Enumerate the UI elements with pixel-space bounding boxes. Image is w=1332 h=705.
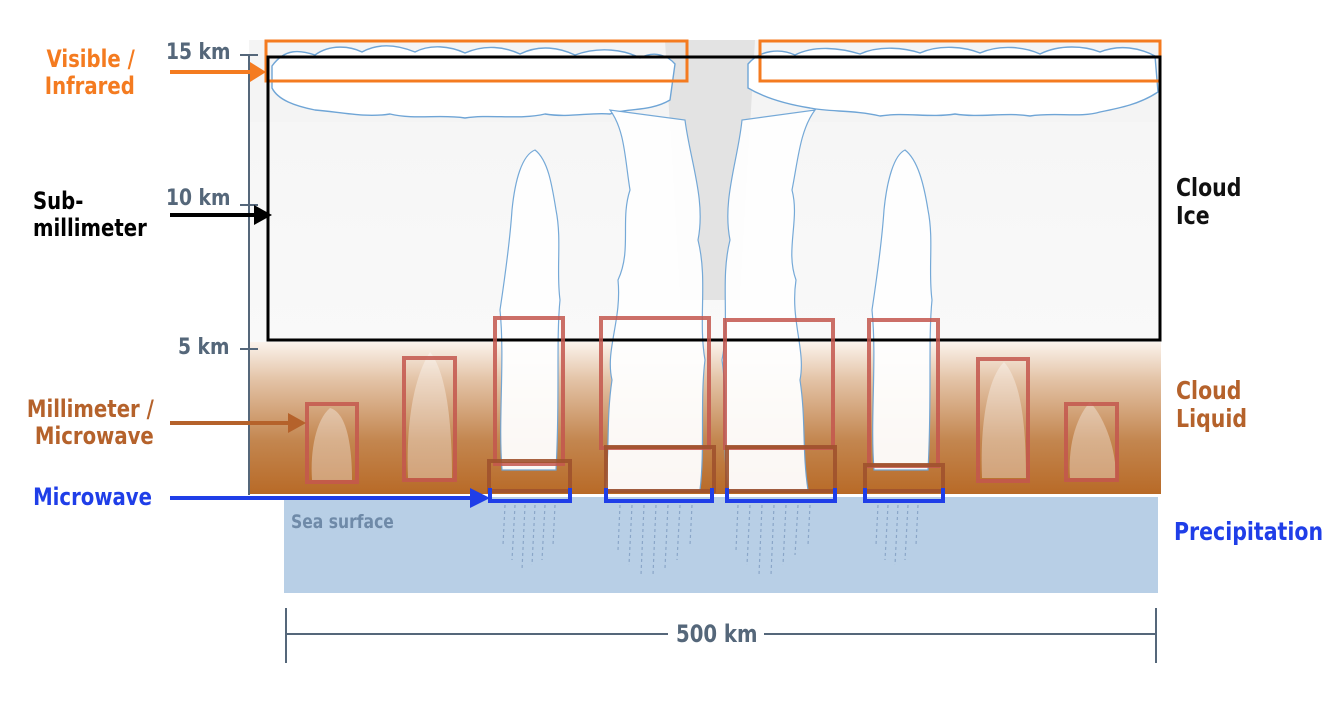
mw-box-3 [725,488,837,503]
mm-box-8 [1064,402,1119,482]
mw-box-4 [863,488,945,503]
mm-box-2 [402,356,457,482]
millimeter-arrow [170,413,306,433]
mw-box-2 [604,488,714,503]
visible-infrared-label: Visible / Infrared [45,46,135,100]
tick-label-15km: 15 km [166,40,231,65]
microwave-label: Microwave [33,483,152,511]
millimeter-line-2: Microwave [35,421,154,450]
millimeter-line-1: Millimeter / [27,395,154,423]
cloud-ice-line-1: Cloud [1176,173,1242,202]
sea-surface-label: Sea surface [291,511,394,533]
visible-infrared-box-left [264,39,689,83]
submillimeter-line-2: millimeter [33,213,147,242]
cloud-liquid-label: Cloud Liquid [1176,377,1247,433]
cloud-liquid-region [249,342,1161,494]
tower-small-right [871,149,933,471]
cloud-liquid-line-2: Liquid [1176,404,1248,433]
tower-small-left [499,149,561,471]
mw-box-1 [488,488,572,503]
cumulus-1 [311,408,352,480]
tick-label-10km: 10 km [166,186,231,211]
tick-label-5km: 5 km [178,335,230,360]
submillimeter-line-1: Sub- [33,187,84,215]
submillimeter-label: Sub- millimeter [33,188,147,242]
mm-box-3 [493,316,565,466]
scale-label: 500 km [676,620,758,648]
submillimeter-box [266,55,1162,342]
cumulus-2 [407,352,452,478]
visible-infrared-arrow [170,62,266,82]
sea-region [284,497,1158,593]
mm-lower-box-3 [725,445,837,493]
precipitation-streaks [502,504,919,576]
cloud-ice-label: Cloud Ice [1176,174,1241,230]
microwave-arrow [170,488,490,508]
cloud-ice-line-2: Ice [1176,201,1210,230]
mm-lower-box-4 [863,463,945,493]
scale-bar [285,608,1157,663]
visible-infrared-line-1: Visible / [46,45,135,73]
cloud-liquid-line-1: Cloud [1176,376,1242,405]
mm-lower-box-2 [604,445,716,493]
submillimeter-arrow [170,205,272,225]
mm-box-1 [305,402,359,484]
microwave-boxes [488,488,945,503]
precipitation-label: Precipitation [1174,517,1324,546]
tower-center-right [721,109,817,491]
visible-infrared-line-2: Infrared [44,71,135,100]
cumulus-3 [981,362,1026,478]
millimeter-microwave-label: Millimeter / Microwave [27,396,154,450]
mm-box-7 [976,357,1030,483]
mm-lower-box-1 [487,459,572,493]
cumulus-4 [1069,402,1116,478]
mm-lower-boxes [487,445,945,493]
